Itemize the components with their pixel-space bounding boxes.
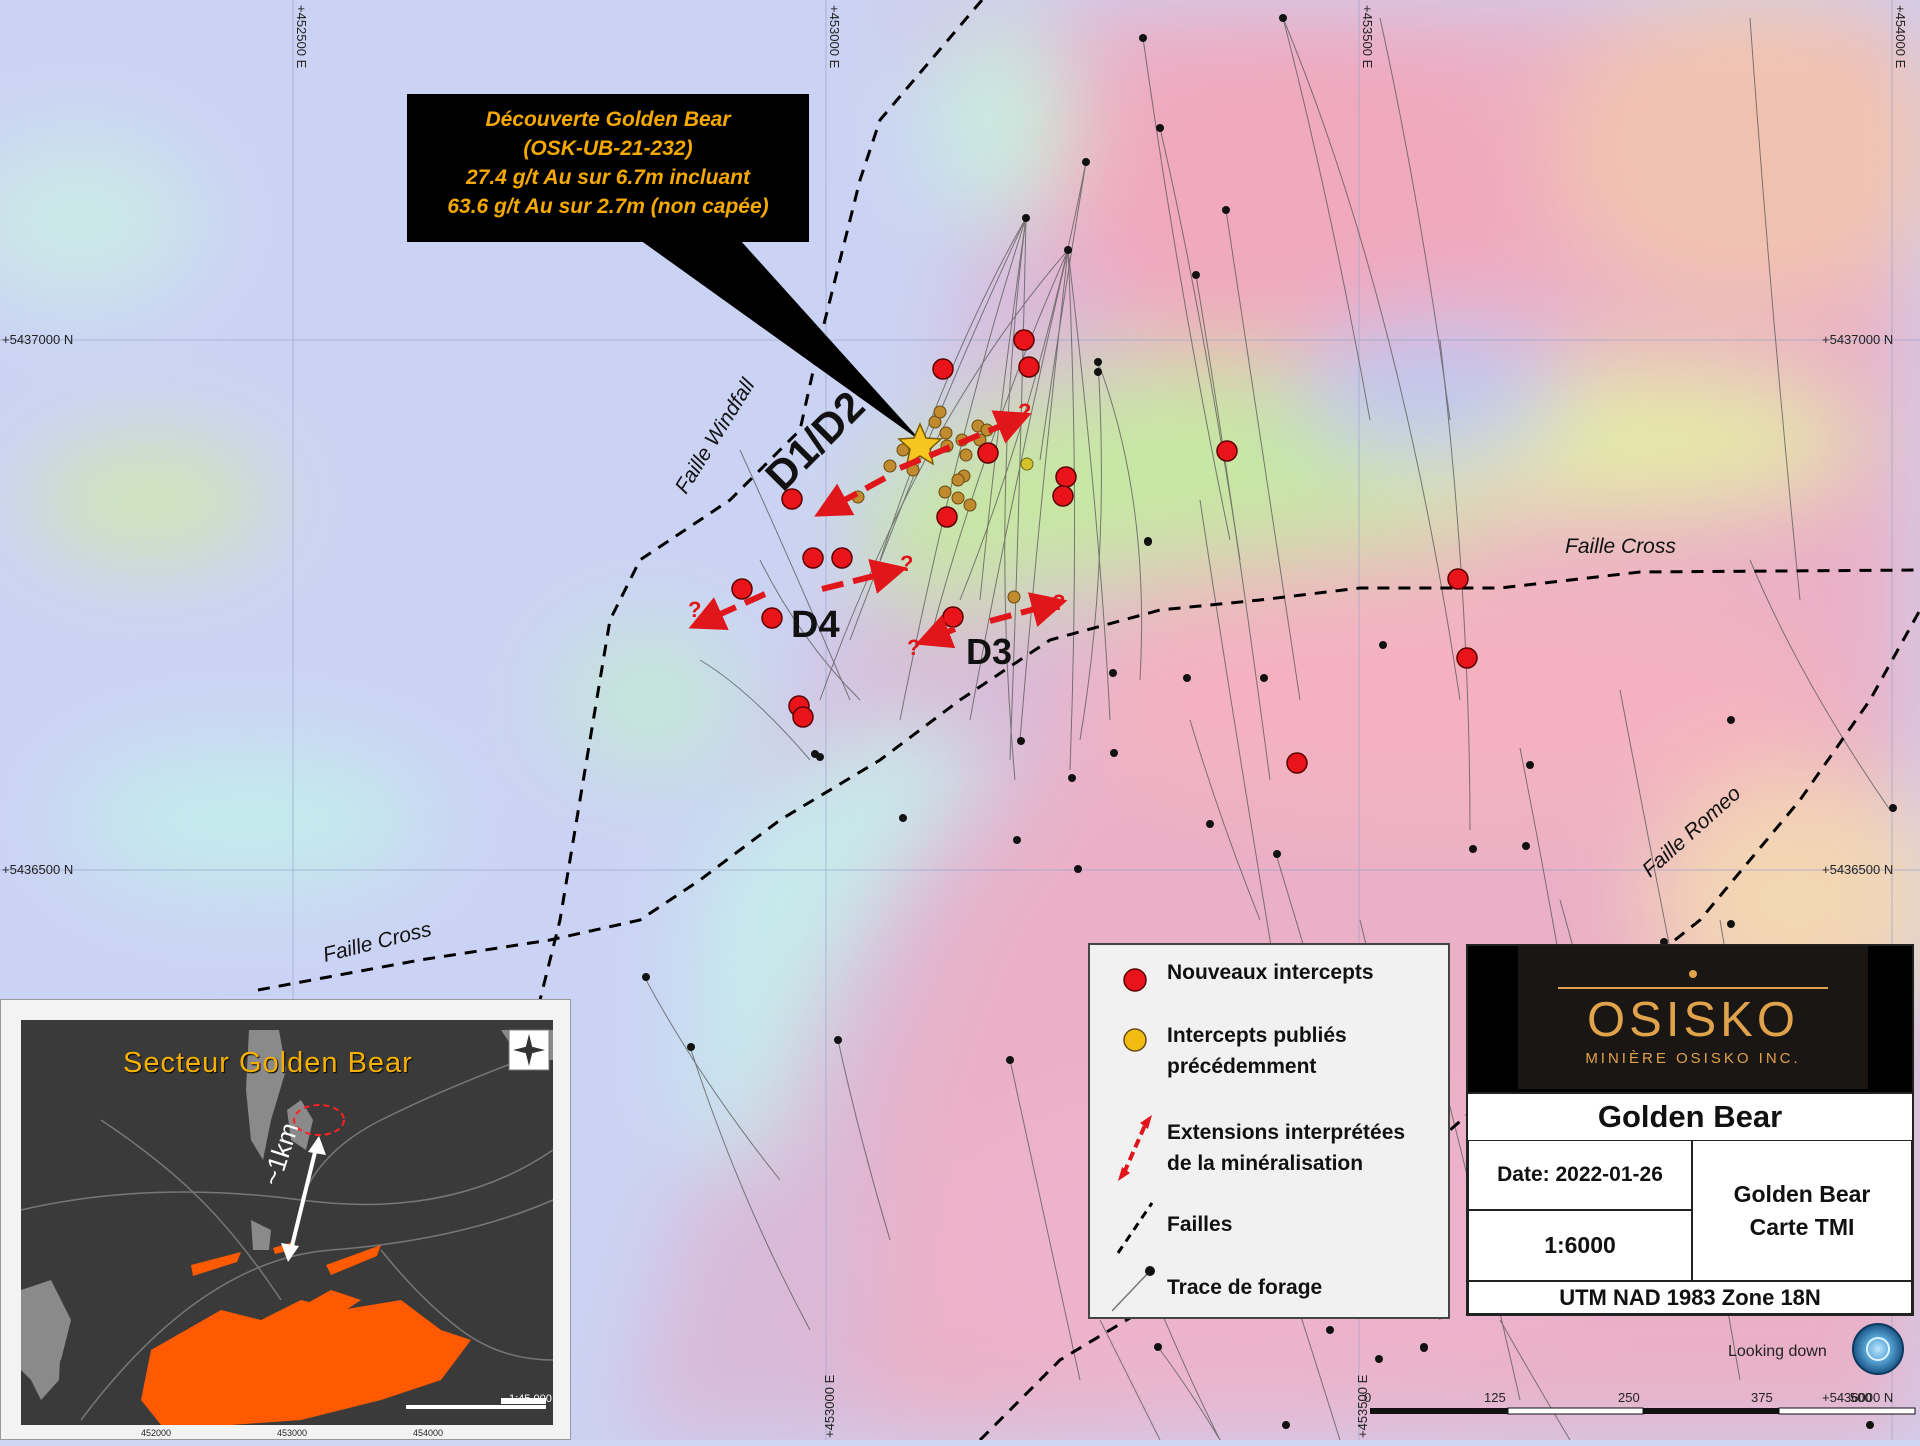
question-mark: ?: [688, 597, 701, 622]
map-name: Golden Bear Carte TMI: [1692, 1140, 1912, 1281]
map-title: Golden Bear: [1468, 1092, 1912, 1140]
question-mark: ?: [907, 635, 920, 660]
callout-line: Découverte Golden Bear: [485, 108, 731, 131]
callout-line: 63.6 g/t Au sur 2.7m (non capée): [447, 195, 769, 218]
logo-subtitle: MINIÈRE OSISKO INC.: [1585, 1050, 1801, 1067]
logo-name: OSISKO: [1587, 993, 1799, 1047]
grid-labels: +452500 E +453000 E +453500 E +454000 E …: [2, 5, 1908, 1438]
inset-easting: 452000: [141, 1428, 172, 1438]
easting-label: +453500 E: [1360, 5, 1375, 69]
logo-panel: OSISKO MINIÈRE OSISKO INC.: [1468, 946, 1912, 1092]
inset-map-graphic: [20, 1020, 554, 1425]
inset-easting: 453000: [277, 1428, 308, 1438]
view-orientation-icon: [1852, 1323, 1904, 1375]
logo-line-icon: [1558, 970, 1828, 989]
scale-bar: 0 125 250 375 500: [1364, 1390, 1916, 1415]
northing-label: +5436500 N: [1822, 862, 1893, 877]
inset-title: Secteur Golden Bear: [123, 1047, 413, 1079]
map-name-l2: Carte TMI: [1749, 1213, 1855, 1240]
legend-faults: Failles: [1167, 1213, 1233, 1236]
scale-label: 375: [1751, 1390, 1773, 1405]
drill-collars: [642, 14, 1897, 1429]
northing-label: +5436000 N: [1822, 1390, 1893, 1405]
inset-scale: 1:45 000: [509, 1393, 552, 1405]
question-mark: ?: [1052, 590, 1065, 615]
legend-extensions-l2: de la minéralisation: [1167, 1152, 1364, 1175]
osisko-logo: OSISKO MINIÈRE OSISKO INC.: [1518, 946, 1868, 1089]
callout-pointer: [640, 240, 922, 442]
question-mark: ?: [900, 551, 913, 576]
previous-intercept-icon: [1123, 1028, 1147, 1052]
scale-label: 0: [1364, 1390, 1371, 1405]
previous-intercept-yellow: [1020, 457, 1034, 471]
map-name-l1: Golden Bear: [1733, 1180, 1871, 1207]
legend-extensions-l1: Extensions interprétées: [1167, 1121, 1406, 1144]
callout-line: 27.4 g/t Au sur 6.7m incluant: [466, 166, 750, 189]
extension-arrow-icon: [1118, 1115, 1152, 1181]
title-block: OSISKO MINIÈRE OSISKO INC. Golden Bear D…: [1466, 944, 1914, 1316]
legend-drill-trace: Trace de forage: [1167, 1276, 1323, 1299]
easting-label: +453500 E: [1355, 1374, 1370, 1438]
fault-line-icon: [1116, 1202, 1154, 1254]
map-legend: Nouveaux intercepts Intercepts publiés p…: [1088, 943, 1450, 1319]
easting-label: +452500 E: [294, 5, 309, 69]
legend-previous-l1: Intercepts publiés: [1167, 1024, 1347, 1047]
northing-label: +5436500 N: [2, 862, 73, 877]
zone-d4-label: D4: [791, 604, 840, 646]
scale-label: 125: [1484, 1390, 1506, 1405]
new-intercepts: [731, 329, 1478, 774]
map-date: Date: 2022-01-26: [1468, 1140, 1692, 1210]
inset-map: 1:45 000 452000 453000 454000: [0, 999, 571, 1440]
map-projection: UTM NAD 1983 Zone 18N: [1468, 1281, 1912, 1314]
inset-easting: 454000: [413, 1428, 444, 1438]
faille-cross-label: Faille Cross: [1565, 535, 1676, 558]
scale-label: 250: [1618, 1390, 1640, 1405]
question-mark: ?: [826, 494, 839, 519]
legend-previous-l2: précédemment: [1167, 1055, 1317, 1078]
discovery-callout: Découverte Golden Bear (OSK-UB-21-232) 2…: [407, 94, 809, 242]
easting-label: +454000 E: [1893, 5, 1908, 69]
question-mark: ?: [1018, 399, 1031, 424]
extension-arrows: [688, 410, 1068, 649]
faille-romeo-line: [978, 609, 1920, 1440]
easting-label: +453000 E: [827, 5, 842, 69]
looking-down-label: Looking down: [1728, 1343, 1827, 1360]
new-intercept-icon: [1123, 968, 1147, 992]
zone-d3-label: D3: [966, 631, 1012, 672]
scale-label: 500: [1850, 1390, 1872, 1405]
faille-cross-line: [257, 568, 1920, 992]
legend-new-intercepts: Nouveaux intercepts: [1167, 961, 1374, 984]
faille-windfall-line: [538, 0, 984, 1001]
map-scale: 1:6000: [1468, 1210, 1692, 1281]
callout-line: (OSK-UB-21-232): [523, 137, 693, 160]
easting-label: +453000 E: [822, 1374, 837, 1438]
extension-questions: ? ? ? ? ? ?: [688, 399, 1065, 660]
northing-label: +5437000 N: [2, 332, 73, 347]
northing-label: +5437000 N: [1822, 332, 1893, 347]
faults: [257, 0, 1920, 1440]
drill-trace-icon: [1112, 1266, 1155, 1312]
